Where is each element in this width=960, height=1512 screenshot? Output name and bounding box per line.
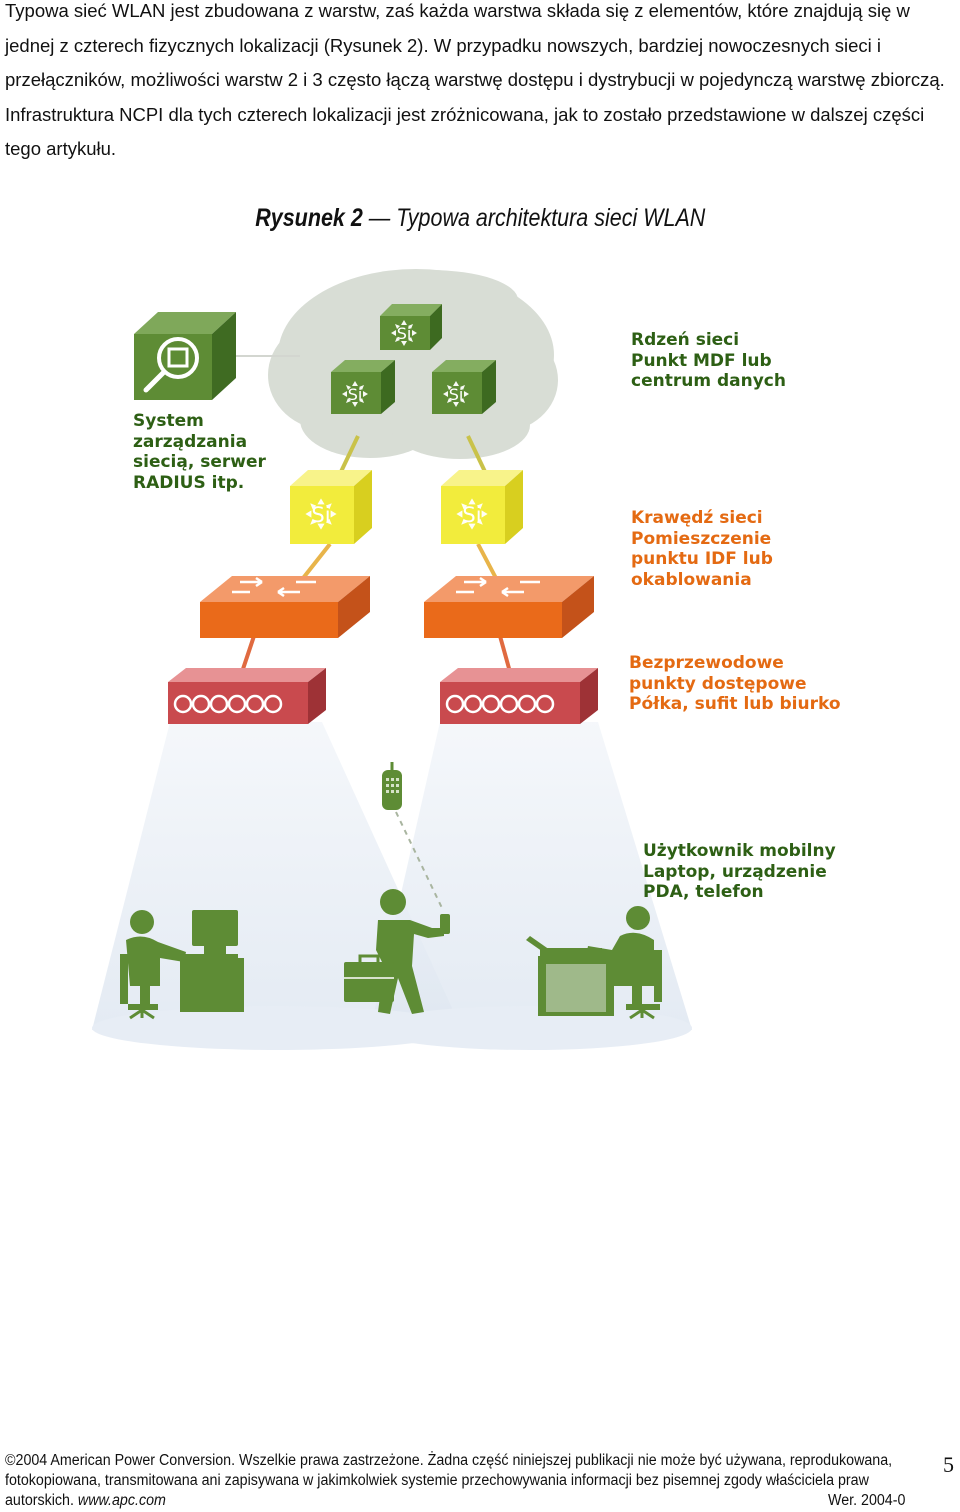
links	[236, 355, 512, 673]
body-paragraph: Typowa sieć WLAN jest zbudowana z warstw…	[5, 0, 945, 159]
svg-text:Si: Si	[449, 385, 464, 404]
core-switch-right: Si	[432, 360, 496, 414]
core-switch-left: Si	[331, 360, 395, 414]
svg-text:Si: Si	[462, 503, 481, 527]
label-mobile: Użytkownik mobilny Laptop, urządzenie PD…	[643, 841, 842, 902]
core-network-cloud	[268, 269, 558, 459]
figure-caption: Rysunek 2 — Typowa architektura sieci WL…	[67, 204, 893, 233]
label-mgmt: System zarządzania siecią, serwer RADIUS…	[133, 411, 272, 493]
wlan-architecture-diagram: Si Si Si Si Si	[92, 269, 842, 1050]
svg-text:Si: Si	[397, 324, 412, 343]
caption-dash: —	[362, 204, 397, 232]
edge-switch-right: Si	[441, 470, 523, 544]
page-number: 5	[943, 1452, 954, 1477]
laptop-user-icon	[526, 906, 662, 1020]
footer-copyright: ©2004 American Power Conversion. Wszelki…	[5, 1452, 893, 1469]
footer-line-3: autorskich. www.apc.com	[5, 1492, 861, 1510]
footer-line-3-prefix: autorskich.	[5, 1492, 78, 1509]
access-switch-left	[200, 576, 370, 638]
footer-website-link[interactable]: www.apc.com	[77, 1492, 166, 1509]
access-switch-right	[424, 576, 594, 638]
management-server-icon	[134, 312, 236, 400]
caption-title: Typowa architektura sieci WLAN	[396, 204, 706, 232]
access-point-left	[168, 668, 326, 724]
label-ap: Bezprzewodowe punkty dostępowe Półka, su…	[629, 653, 841, 714]
core-switch-top: Si	[380, 304, 442, 350]
access-point-right	[440, 668, 598, 724]
edge-switch-left: Si	[290, 470, 372, 544]
phone-icon	[382, 762, 402, 810]
caption-label: Rysunek 2	[255, 204, 363, 232]
label-edge: Krawędź sieci Pomieszczenie punktu IDF l…	[631, 508, 779, 590]
footer-version: Wer. 2004-0	[828, 1492, 906, 1509]
footer-line-2: fotokopiowana, transmitowana ani zapisyw…	[5, 1472, 869, 1489]
svg-text:Si: Si	[348, 385, 363, 404]
walking-user-icon	[344, 889, 450, 1014]
label-core: Rdzeń sieci Punkt MDF lub centrum danych	[631, 330, 786, 391]
svg-text:Si: Si	[311, 503, 330, 527]
wireless-link	[395, 811, 443, 909]
desktop-user-icon	[120, 910, 244, 1020]
